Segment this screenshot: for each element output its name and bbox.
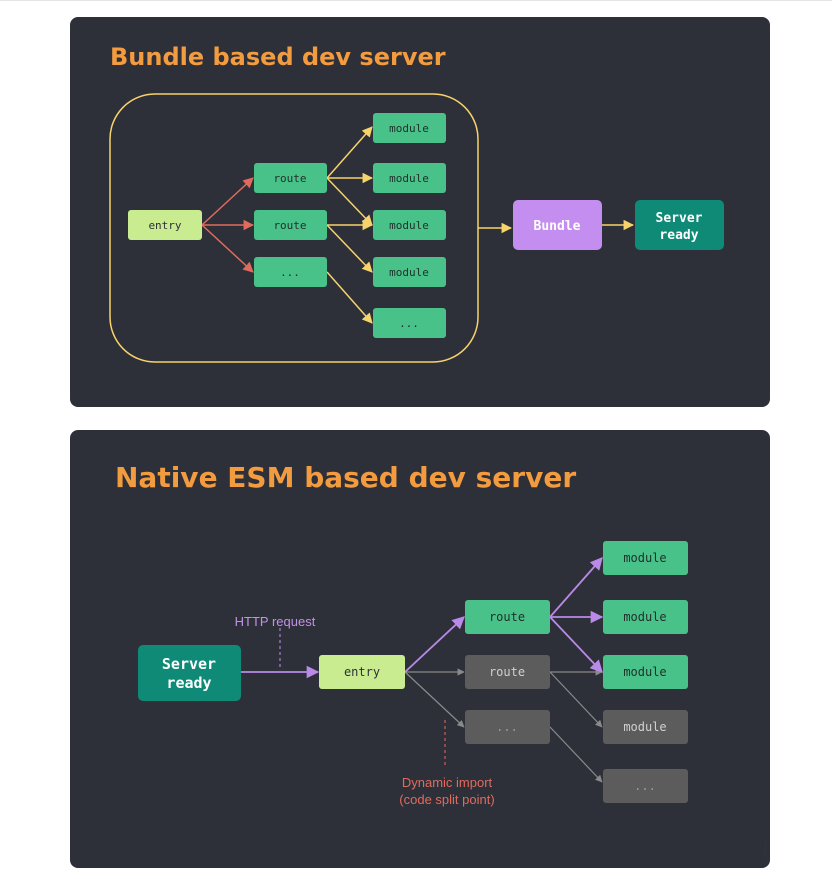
bundle-diagram: Bundle based dev server entry xyxy=(109,43,724,363)
module-label: module xyxy=(389,122,429,135)
module-node-active: module xyxy=(603,655,688,689)
bundle-label: Bundle xyxy=(534,219,581,234)
bundle-node: Bundle xyxy=(513,200,602,250)
dynamic-import-label: Dynamic import xyxy=(402,775,493,790)
active-arrows xyxy=(241,557,604,679)
route-to-module-arrows xyxy=(326,126,635,324)
module-label: module xyxy=(389,219,429,232)
module-node-active: module xyxy=(603,541,688,575)
entry-label: entry xyxy=(148,219,181,232)
esm-diagram: Native ESM based dev server HTTP request… xyxy=(115,461,688,807)
server-ready-line2: ready xyxy=(659,228,698,243)
route-node-inactive: ... xyxy=(465,710,550,744)
module-label: ... xyxy=(399,317,419,330)
module-node-active: module xyxy=(603,600,688,634)
route-node: route xyxy=(254,163,327,193)
server-ready-line1: Server xyxy=(162,655,216,673)
route-label: route xyxy=(489,665,525,679)
entry-node: entry xyxy=(128,210,202,240)
bundle-diagram-title: Bundle based dev server xyxy=(110,43,446,71)
route-node: route xyxy=(254,210,327,240)
module-node-inactive: ... xyxy=(603,769,688,803)
esm-diagram-title: Native ESM based dev server xyxy=(115,461,576,494)
route-node-active: route xyxy=(465,600,550,634)
server-ready-node: Server ready xyxy=(138,645,241,701)
module-label: module xyxy=(623,665,666,679)
esm-diagram-panel: Native ESM based dev server HTTP request… xyxy=(70,430,770,868)
bundle-diagram-panel: Bundle based dev server entry xyxy=(70,17,770,407)
module-label: module xyxy=(389,266,429,279)
route-label: ... xyxy=(496,720,518,734)
http-request-label: HTTP request xyxy=(235,614,316,629)
module-node: ... xyxy=(373,308,446,338)
server-ready-line2: ready xyxy=(166,674,211,692)
module-node: module xyxy=(373,257,446,287)
server-ready-line1: Server xyxy=(656,211,703,226)
code-split-label: (code split point) xyxy=(399,792,494,807)
route-label: route xyxy=(273,172,306,185)
entry-node: entry xyxy=(319,655,405,689)
module-node-inactive: module xyxy=(603,710,688,744)
entry-label: entry xyxy=(344,665,380,679)
entry-to-route-arrows xyxy=(201,177,255,273)
route-label: ... xyxy=(280,266,300,279)
text-cursor xyxy=(765,840,768,858)
module-label: ... xyxy=(634,779,656,793)
inactive-arrows xyxy=(404,668,603,783)
module-label: module xyxy=(623,720,666,734)
module-label: module xyxy=(623,610,666,624)
route-label: route xyxy=(489,610,525,624)
route-label: route xyxy=(273,219,306,232)
route-node-inactive: route xyxy=(465,655,550,689)
module-node: module xyxy=(373,210,446,240)
module-label: module xyxy=(389,172,429,185)
module-label: module xyxy=(623,551,666,565)
module-node: module xyxy=(373,113,446,143)
top-divider xyxy=(0,0,832,1)
server-ready-node: Server ready xyxy=(635,200,724,250)
module-node: module xyxy=(373,163,446,193)
route-node: ... xyxy=(254,257,327,287)
